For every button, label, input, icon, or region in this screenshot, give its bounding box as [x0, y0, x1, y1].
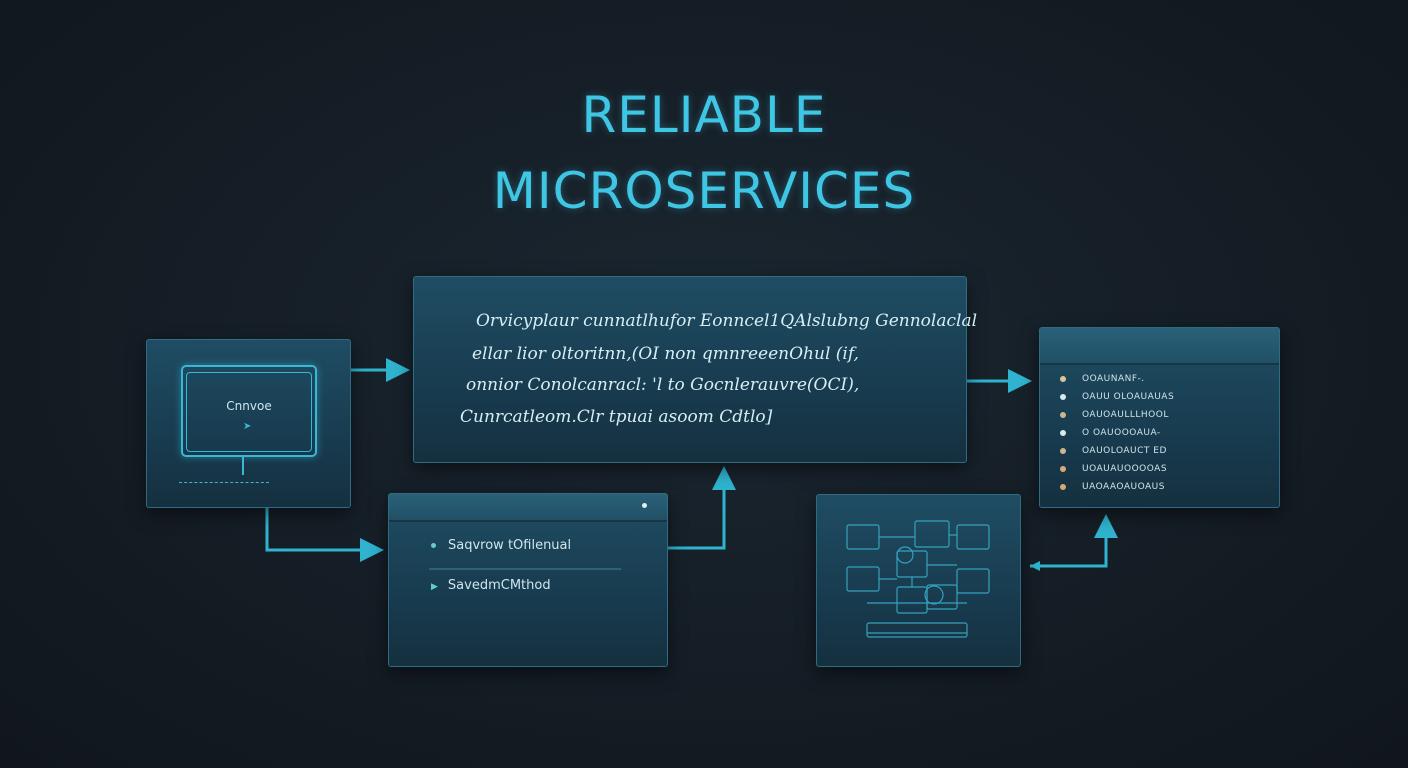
list-item[interactable]: OAUOAULLLHOOL [1060, 410, 1169, 420]
list-item[interactable]: O OAUOOOAUA- [1060, 428, 1161, 438]
window-dot-icon [642, 503, 647, 508]
topology-card [816, 494, 1021, 667]
divider [429, 568, 621, 570]
list-item[interactable]: UAOAAOAUOAUS [1060, 482, 1165, 492]
list-item[interactable]: OAUOLOAUCT ED [1060, 446, 1167, 456]
client-card[interactable]: Cnnvoe ➤ [146, 339, 351, 508]
list-item[interactable]: OAUU OLOAUAUAS [1060, 392, 1174, 402]
list-card-header [1040, 328, 1279, 365]
methods-card: Saqvrow tOfilenual ▶SavedmCMthod [388, 493, 668, 667]
bullet-icon [1060, 483, 1066, 490]
method-label: SavedmCMthod [447, 578, 551, 593]
list-card: OOAUNANF-. OAUU OLOAUAUAS OAUOAULLLHOOL O O… [1039, 327, 1280, 508]
list-item-label: OAUOLOAUCT ED [1082, 446, 1167, 456]
list-item-label: OAUU OLOAUAUAS [1082, 392, 1175, 402]
bullet-icon [1060, 465, 1066, 472]
service-topology-icon [846, 520, 990, 638]
bullet-icon [1060, 393, 1066, 400]
bullet-icon [1060, 447, 1066, 454]
main-description-card: Orvicyplaur cunnatlhufor Eonncel1QAlslub… [413, 276, 977, 463]
list-item-label: OOAUNANF-. [1082, 374, 1145, 384]
screen-label: Cnnvoe [226, 399, 272, 413]
main-text-line: onnior Conolcanracl: 'l to Gocnlerauvre(… [466, 375, 860, 395]
arrow-methods-to-main [667, 466, 736, 550]
main-text-line: Orvicyplaur cunnatlhufor Eonncel1QAlslub… [476, 311, 978, 331]
cursor-icon: ➤ [243, 421, 252, 432]
bullet-icon [1060, 411, 1066, 418]
list-item[interactable]: OOAUNANF-. [1060, 374, 1145, 384]
bullet-icon [1060, 375, 1066, 382]
keyboard-line [179, 482, 269, 483]
title-line-1: RELIABLE [581, 86, 827, 144]
bullet-icon [1060, 429, 1066, 436]
list-item[interactable]: UOAUAUOOOOAS [1060, 464, 1167, 474]
method-item[interactable]: Saqvrow tOfilenual [431, 538, 571, 553]
list-item-label: OAUOAULLLHOOL [1082, 410, 1169, 420]
method-item[interactable]: ▶SavedmCMthod [431, 578, 551, 593]
main-text-line: Cunrcatleom.Clr tpuai asoom Cdtlo] [460, 407, 773, 427]
method-label: Saqvrow tOfilenual [448, 538, 572, 553]
list-item-label: UOAUAUOOOOAS [1082, 464, 1168, 474]
monitor-stand [242, 455, 244, 475]
main-text-line: ellar lior oltoritnn,(OI non qmnreeenOhu… [472, 344, 859, 364]
list-item-label: O OAUOOOAUA- [1082, 428, 1161, 438]
monitor-icon: Cnnvoe ➤ [181, 365, 317, 457]
methods-card-header [389, 494, 667, 522]
arrow-client-to-methods [265, 508, 384, 562]
arrow-diagram-to-list [1030, 514, 1118, 568]
list-item-label: UAOAAOAUOAUS [1082, 482, 1165, 492]
title-line-2: MICROSERVICES [492, 162, 916, 220]
